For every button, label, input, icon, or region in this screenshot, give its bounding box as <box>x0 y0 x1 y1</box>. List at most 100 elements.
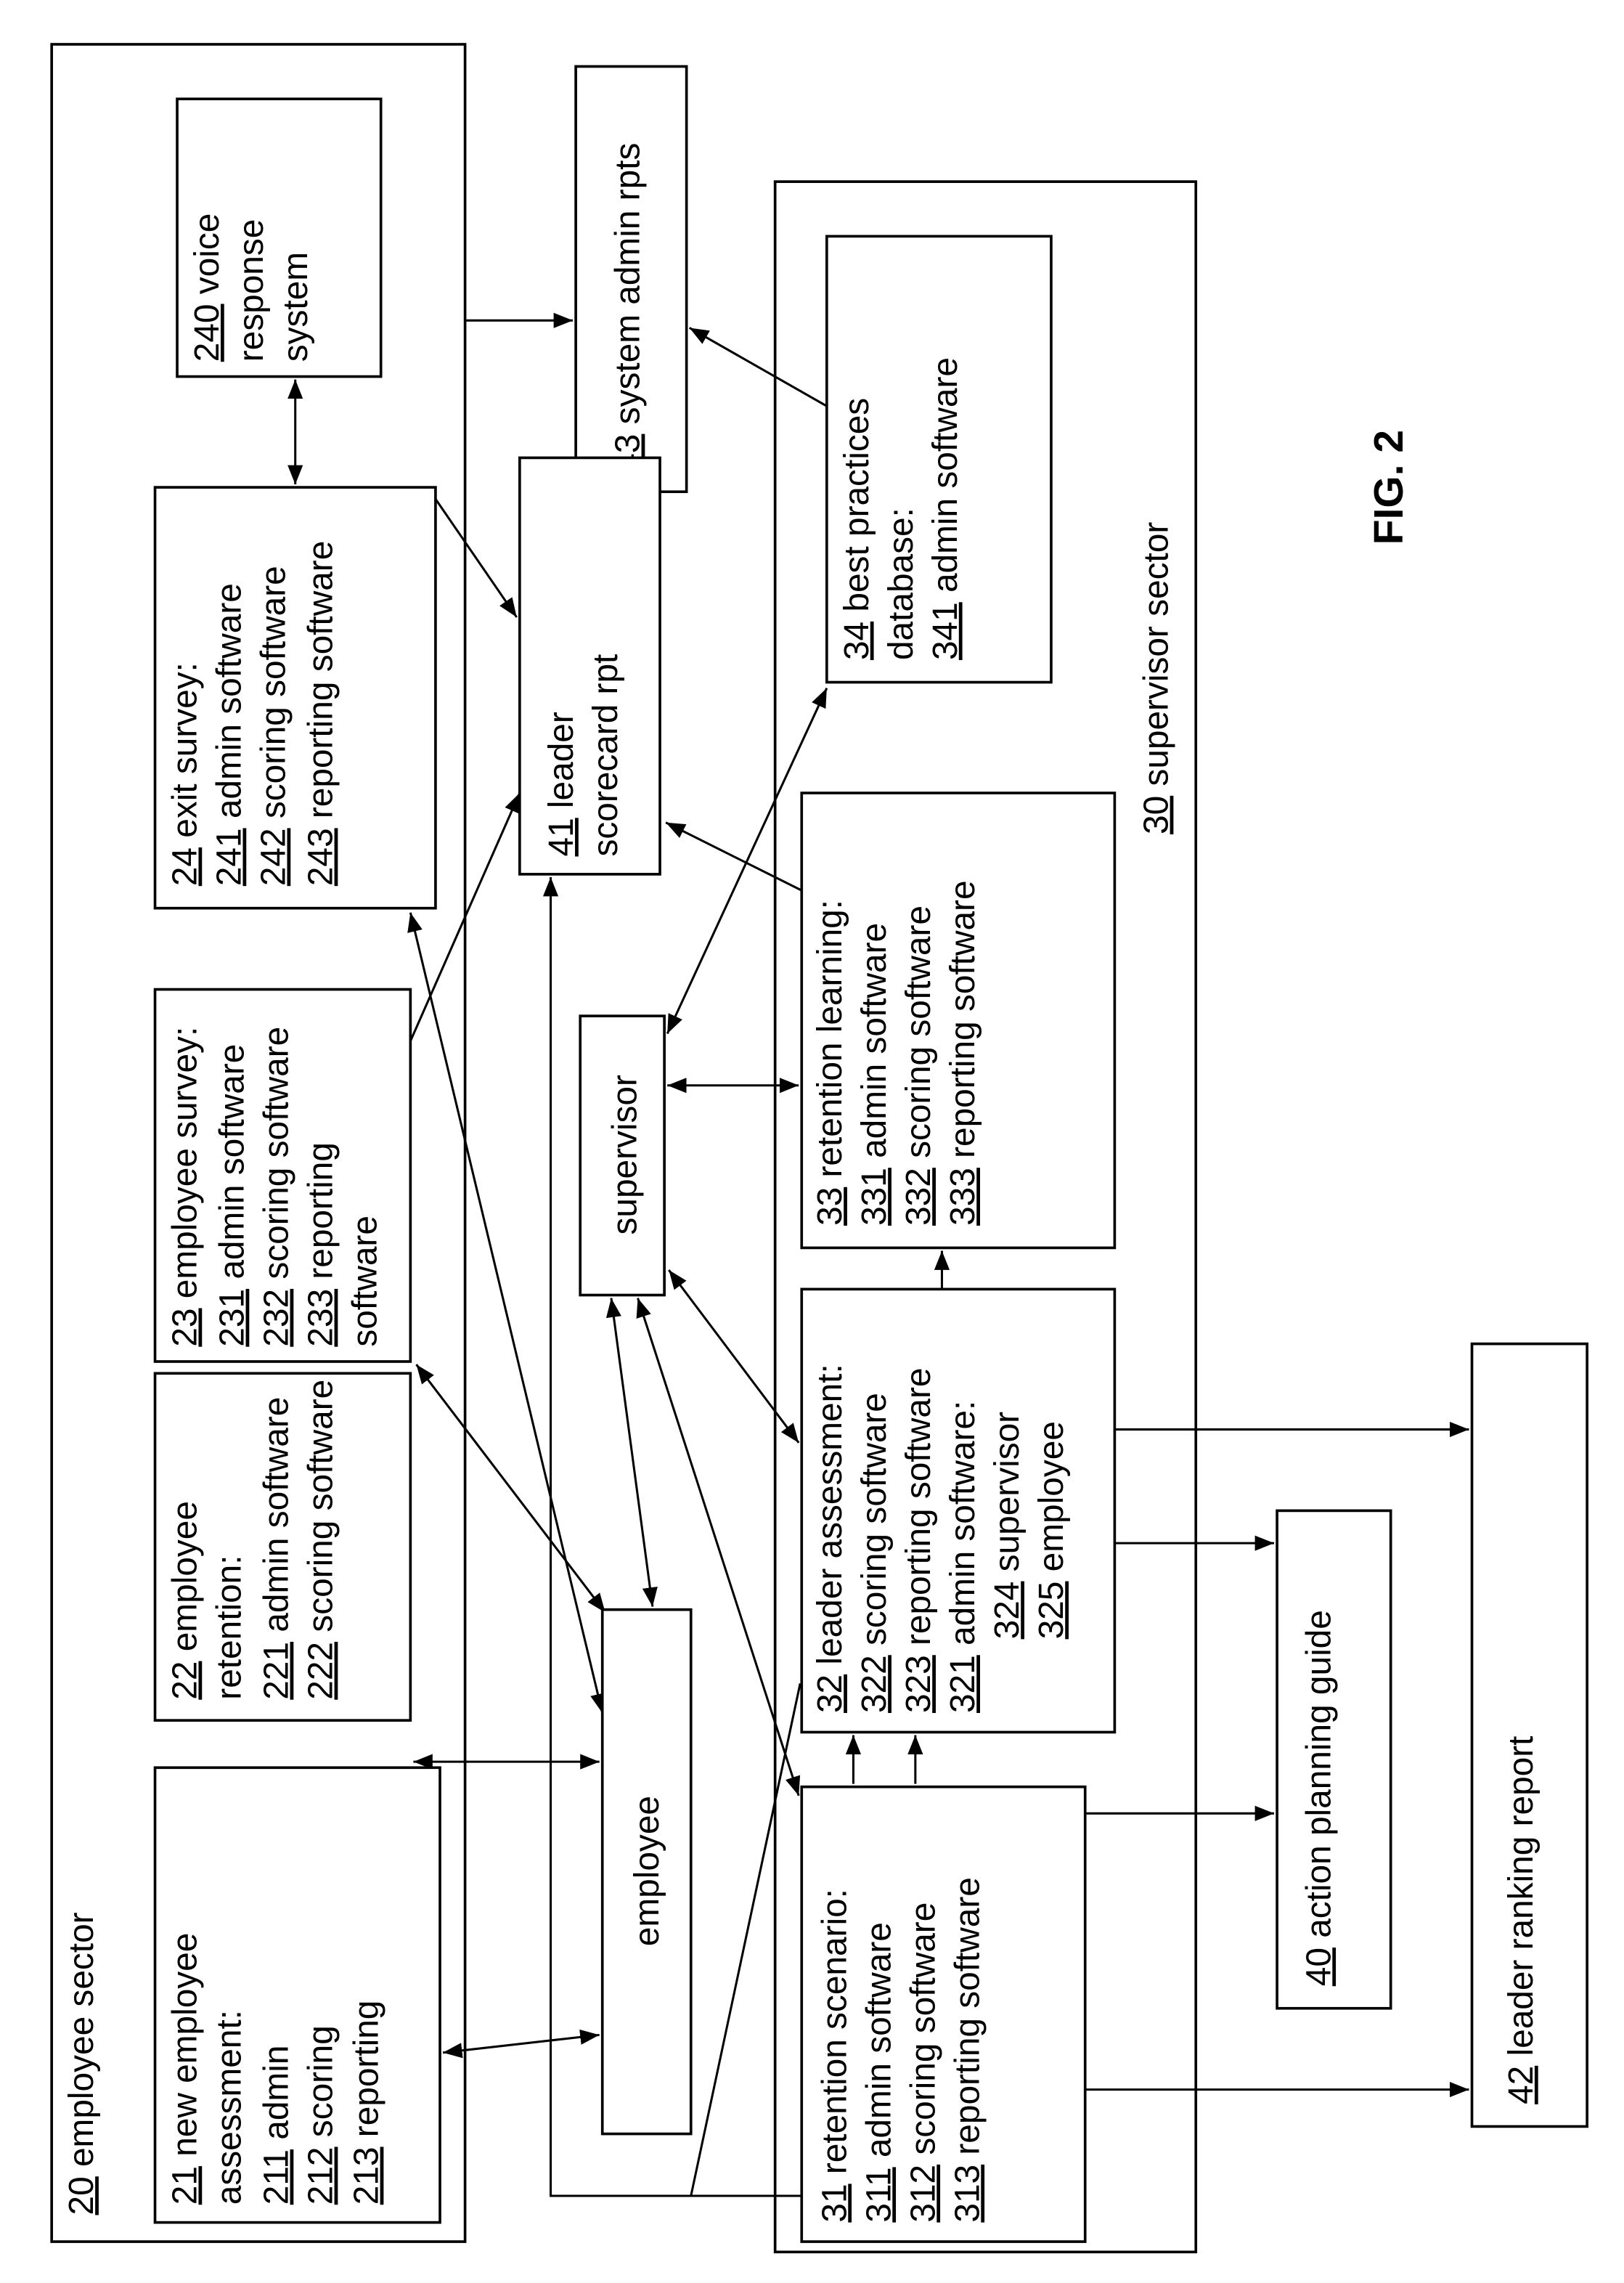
best-practices-database-label-text: database: <box>882 508 921 660</box>
action-planning-guide-text-line: 40 action planning guide <box>1299 1610 1338 1986</box>
leader-scorecard-rpt-label-text: leader <box>542 712 581 808</box>
new-employee-assessment-text-line: 213 reporting <box>348 2001 386 2205</box>
best-practices-database-text-line: database: <box>882 508 921 660</box>
exit-survey-text-line: 242 scoring software <box>254 566 293 886</box>
exit-survey-label-text: reporting software <box>302 541 340 818</box>
reference-numeral: 325 <box>1032 1582 1071 1640</box>
employee-survey-label-text: admin software <box>213 1044 252 1279</box>
reference-numeral: 31 <box>815 2184 854 2222</box>
leader-assessment-label-text: admin software: <box>944 1401 982 1645</box>
reference-numeral: 33 <box>811 1187 849 1226</box>
new-employee-assessment-label-text: assessment: <box>210 2010 248 2205</box>
voice-response-system-text-line: system <box>277 252 315 362</box>
voice-response-system-text-line: 240 voice <box>188 213 227 362</box>
reference-numeral: 313 <box>948 2165 987 2223</box>
best-practices-database-text-line: 34 best practices <box>838 398 876 660</box>
retention-learning-box-group: 33 retention learning:331 admin software… <box>801 793 1114 1248</box>
new-employee-assessment-text-line: assessment: <box>210 2010 248 2205</box>
employee-survey-text-line: 233 reporting <box>302 1142 340 1347</box>
retention-learning-text-line: 331 admin software <box>855 923 894 1226</box>
new-employee-assessment-label-text: scoring <box>302 2025 340 2137</box>
exit-survey-box-group: 24 exit survey:241 admin software242 sco… <box>155 487 436 908</box>
best-practices-database-label-text: best practices <box>838 398 876 612</box>
supervisor-box-group: supervisor <box>580 1016 664 1295</box>
reference-numeral: 222 <box>302 1642 340 1700</box>
bidirectional-arrow <box>669 1270 799 1443</box>
supervisor-text-line: supervisor <box>605 1075 644 1234</box>
figure-label: FIG. 2 <box>1366 430 1412 545</box>
retention-learning-label-text: reporting software <box>944 880 982 1157</box>
employee-survey-box-group: 23 employee survey:231 admin software232… <box>155 990 411 1362</box>
new-employee-assessment-label-text: admin <box>258 2046 296 2140</box>
new-employee-assessment-box-group: 21 new employeeassessment:211 admin212 s… <box>155 1767 440 2222</box>
action-planning-guide-box-group: 40 action planning guide <box>1277 1510 1391 2008</box>
reference-numeral: 42 <box>1502 2066 1541 2104</box>
retention-scenario-label-text: retention scenario: <box>815 1889 854 2174</box>
reference-numeral: 21 <box>166 2166 204 2205</box>
employee-sector-label-text: employee sector <box>62 1912 101 2167</box>
employee-survey-text-line: software <box>346 1216 385 1347</box>
reference-numeral: 23 <box>166 1309 204 1347</box>
employee-retention-label-text: retention: <box>210 1555 248 1699</box>
reference-numeral: 341 <box>926 602 965 660</box>
employee-survey-text-line: 232 scoring software <box>258 1027 296 1347</box>
reference-numeral: 22 <box>166 1661 204 1700</box>
reference-numeral: 241 <box>210 828 248 886</box>
reference-numeral: 211 <box>258 2149 296 2205</box>
action-planning-guide-label-text: action planning guide <box>1299 1610 1338 1938</box>
directional-arrow <box>666 823 801 891</box>
diagram-boxes: 21 new employeeassessment:211 admin212 s… <box>155 67 1588 2242</box>
retention-scenario-text-line: 313 reporting software <box>948 1877 987 2222</box>
reference-numeral: 221 <box>258 1642 296 1700</box>
retention-scenario-label-text: admin software <box>860 1922 898 2157</box>
leader-scorecard-rpt-text-line: 41 leader <box>542 712 581 856</box>
reference-numeral: 311 <box>860 2167 898 2222</box>
employee-text-line: employee <box>628 1796 666 1946</box>
leader-ranking-report-label-text: leader ranking report <box>1502 1736 1541 2056</box>
voice-response-system-label-text: response <box>232 219 271 362</box>
new-employee-assessment-label-text: new employee <box>166 1933 204 2157</box>
leader-assessment-text-line: 321 admin software: <box>944 1401 982 1713</box>
best-practices-database-text-line: 341 admin software <box>926 357 965 660</box>
employee-survey-text-line: 23 employee survey: <box>166 1027 204 1347</box>
employee-retention-label-text: employee <box>166 1501 204 1651</box>
retention-learning-label-text: retention learning: <box>811 900 849 1178</box>
employee-retention-text-line: 221 admin software <box>258 1397 296 1700</box>
leader-scorecard-rpt-text-line: scorecard rpt <box>587 654 625 857</box>
exit-survey-label-text: scoring software <box>254 566 293 818</box>
best-practices-database-box-group: 34 best practicesdatabase:341 admin soft… <box>827 236 1051 682</box>
reference-numeral: 232 <box>258 1289 296 1347</box>
system-admin-rpts-text-line: 43 system admin rpts <box>609 143 648 473</box>
best-practices-database-label-text: admin software <box>926 357 965 593</box>
leader-assessment-label-text: reporting software <box>899 1368 938 1645</box>
leader-assessment-text-line: 324 supervisor <box>988 1412 1027 1640</box>
reference-numeral: 213 <box>348 2146 386 2205</box>
exit-survey-text-line: 243 reporting software <box>302 541 340 886</box>
employee-retention-label-text: scoring software <box>302 1380 340 1632</box>
reference-numeral: 321 <box>944 1655 982 1713</box>
reference-numeral: 30 <box>1138 796 1176 834</box>
reference-numeral: 324 <box>988 1582 1027 1640</box>
new-employee-assessment-text-line: 21 new employee <box>166 1933 204 2205</box>
system-admin-rpts-box-group: 43 system admin rpts <box>576 67 687 492</box>
voice-response-system-box-group: 240 voiceresponsesystem <box>177 99 381 376</box>
retention-scenario-label-text: reporting software <box>948 1877 987 2154</box>
employee-retention-text-line: 22 employee <box>166 1501 204 1700</box>
bidirectional-arrow <box>410 913 602 1713</box>
reference-numeral: 233 <box>302 1289 340 1347</box>
retention-scenario-text-line: 31 retention scenario: <box>815 1889 854 2223</box>
employee-sector-label: 20 employee sector <box>62 1912 101 2215</box>
directional-arrow <box>690 327 827 406</box>
leader-assessment-label-text: employee <box>1032 1421 1071 1571</box>
reference-numeral: 333 <box>944 1168 982 1226</box>
reference-numeral: 34 <box>838 622 876 660</box>
employee-retention-text-line: retention: <box>210 1555 248 1699</box>
connector-line <box>691 1683 800 2196</box>
reference-numeral: 323 <box>899 1655 938 1713</box>
retention-learning-text-line: 332 scoring software <box>899 906 938 1226</box>
leader-scorecard-rpt-label-text: scorecard rpt <box>587 654 625 857</box>
employee-survey-label-text: reporting <box>302 1142 340 1279</box>
retention-learning-text-line: 333 reporting software <box>944 880 982 1225</box>
reference-numeral: 41 <box>542 818 581 856</box>
exit-survey-label-text: exit survey: <box>166 662 204 838</box>
